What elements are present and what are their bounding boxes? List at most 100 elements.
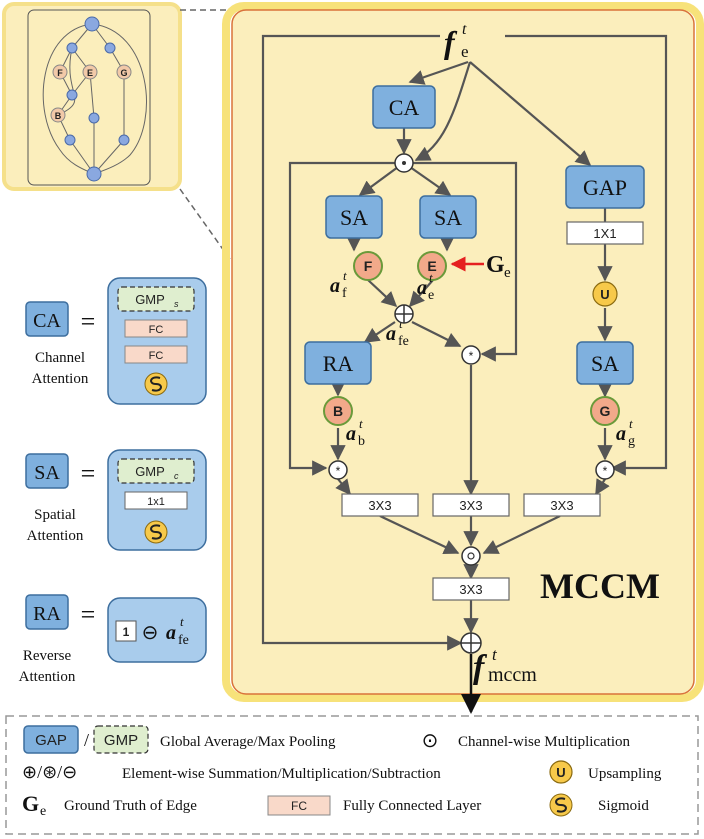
svg-text:/: / — [84, 730, 89, 750]
svg-text:Attention: Attention — [19, 669, 76, 685]
svg-text:a: a — [417, 277, 427, 299]
conv-3x3-final: 3X3 — [432, 577, 510, 601]
inset-node-b: B — [55, 111, 62, 121]
gap-block: GAP — [565, 165, 645, 209]
sa-block-left: SA — [325, 195, 383, 239]
svg-text:Attention: Attention — [27, 528, 84, 544]
legend-fc-swatch — [267, 795, 331, 816]
conv-3x3-left: 3X3 — [341, 493, 419, 517]
legend-upsample-swatch — [549, 760, 573, 784]
svg-text:GAP: GAP — [35, 732, 67, 749]
ground-truth-sub: e — [504, 265, 511, 281]
legend-gt-symbol: G — [22, 791, 39, 816]
legend-channel-mult-symbol: ⊙ — [422, 730, 439, 752]
node-upsample: U — [592, 281, 618, 307]
svg-text:a: a — [166, 622, 176, 644]
svg-text:g: g — [628, 434, 635, 449]
op-mult-left: * — [328, 460, 348, 480]
svg-text:SA: SA — [340, 205, 368, 230]
svg-text:U: U — [600, 287, 609, 302]
svg-text:⊖: ⊖ — [142, 622, 159, 644]
svg-text:SA: SA — [34, 462, 60, 484]
output-feature-sub: mccm — [488, 664, 537, 686]
svg-text:RA: RA — [323, 351, 354, 376]
svg-text:t: t — [399, 316, 403, 331]
legend-gt-text: Ground Truth of Edge — [64, 798, 197, 814]
label-a-fe: a t fe — [386, 316, 409, 349]
sa-block-right: SA — [419, 195, 477, 239]
op-channel-mult-bottom — [461, 546, 481, 566]
svg-text:3X3: 3X3 — [550, 498, 573, 513]
label-a-b: a t b — [346, 416, 365, 449]
ra-block: RA — [304, 341, 372, 385]
legend-elementwise-symbols: ⊕/⊛/⊖ — [22, 762, 77, 782]
op-mult-right: * — [595, 460, 615, 480]
node-e: E — [417, 251, 447, 281]
svg-text:fe: fe — [398, 334, 409, 349]
conv-3x3-middle: 3X3 — [432, 493, 510, 517]
ca-block: CA — [372, 85, 436, 129]
input-feature-sup: t — [462, 21, 467, 38]
svg-text:Reverse: Reverse — [23, 648, 72, 664]
svg-text:3X3: 3X3 — [459, 582, 482, 597]
ra-definition: RA = Reverse Attention 1 ⊖ a t fe — [19, 594, 207, 685]
node-g: G — [590, 396, 620, 426]
legend-elementwise-text: Element-wise Summation/Multiplication/Su… — [122, 766, 441, 782]
svg-text:t: t — [429, 270, 433, 285]
output-feature-symbol: f — [473, 649, 488, 686]
svg-text:b: b — [358, 434, 365, 449]
label-a-e: a t e — [417, 270, 434, 303]
svg-text:=: = — [81, 307, 96, 336]
module-title: MCCM — [540, 566, 660, 606]
op-channel-mult-top — [394, 153, 414, 173]
svg-text:1x1: 1x1 — [147, 496, 165, 508]
svg-text:t: t — [359, 416, 363, 431]
svg-text:a: a — [386, 323, 396, 345]
inset-node-e: E — [87, 68, 93, 78]
svg-text:CA: CA — [389, 95, 420, 120]
svg-text:U: U — [556, 765, 565, 780]
svg-text:FC: FC — [291, 799, 307, 813]
svg-text:GMP: GMP — [135, 464, 165, 479]
svg-text:=: = — [81, 600, 96, 629]
op-mult-middle: * — [461, 345, 481, 365]
inset-thumbnail: F E G B — [2, 2, 182, 191]
inset-node-g: G — [120, 68, 127, 78]
svg-text:GMP: GMP — [135, 292, 165, 307]
ca-definition: CA = Channel Attention GMP s FC FC — [25, 277, 207, 405]
svg-text:c: c — [174, 471, 179, 481]
svg-text:*: * — [336, 464, 341, 478]
svg-text:f: f — [342, 286, 347, 301]
svg-text:B: B — [333, 403, 343, 419]
svg-text:s: s — [174, 299, 179, 309]
label-a-f: a t f — [330, 268, 347, 301]
svg-text:Spatial: Spatial — [34, 507, 76, 523]
svg-text:FC: FC — [149, 324, 164, 336]
svg-text:Channel: Channel — [35, 350, 85, 366]
svg-text:F: F — [364, 258, 373, 274]
conv-3x3-right: 3X3 — [523, 493, 601, 517]
legend: GAP / GMP Global Average/Max Pooling ⊙ C… — [5, 715, 699, 835]
output-feature-sup: t — [492, 645, 498, 664]
legend-fc-text: Fully Connected Layer — [343, 798, 481, 814]
svg-text:a: a — [616, 423, 626, 445]
legend-gmp-swatch — [93, 725, 149, 754]
svg-text:1X1: 1X1 — [593, 226, 616, 241]
svg-text:Attention: Attention — [32, 371, 89, 387]
op-sum-fe — [394, 304, 414, 324]
input-feature-symbol: f — [444, 24, 458, 60]
svg-text:CA: CA — [33, 310, 61, 332]
svg-text:fe: fe — [178, 633, 189, 648]
input-feature-sub: e — [461, 42, 469, 61]
svg-text:t: t — [629, 416, 633, 431]
svg-text:e: e — [40, 804, 46, 819]
svg-text:=: = — [81, 459, 96, 488]
wiring — [261, 34, 668, 651]
svg-text:3X3: 3X3 — [459, 498, 482, 513]
svg-text:e: e — [428, 288, 434, 303]
legend-pool-text: Global Average/Max Pooling — [160, 734, 336, 750]
ground-truth-label: G — [486, 252, 505, 278]
svg-text:1: 1 — [123, 625, 130, 639]
svg-text:FC: FC — [149, 350, 164, 362]
legend-gap-swatch — [23, 725, 79, 754]
